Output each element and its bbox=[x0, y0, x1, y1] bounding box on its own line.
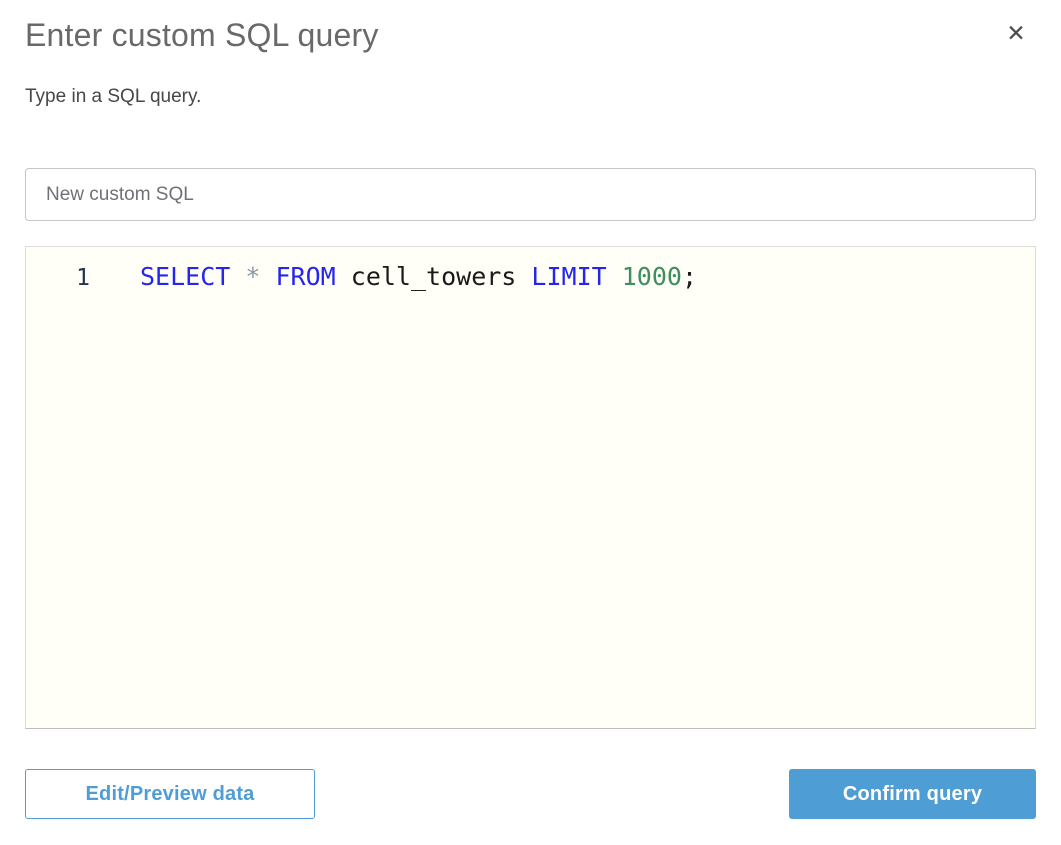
dialog-title: Enter custom SQL query bbox=[25, 17, 379, 53]
line-number: 1 bbox=[76, 265, 90, 291]
code-line: 1 SELECT * FROM cell_towers LIMIT 1000; bbox=[26, 261, 1035, 294]
close-icon[interactable]: ✕ bbox=[999, 16, 1033, 50]
sql-code: SELECT * FROM cell_towers LIMIT 1000; bbox=[140, 262, 698, 291]
sql-editor[interactable]: 1 SELECT * FROM cell_towers LIMIT 1000; bbox=[25, 246, 1036, 729]
dialog-subtitle: Type in a SQL query. bbox=[25, 86, 202, 107]
confirm-query-button[interactable]: Confirm query bbox=[789, 769, 1036, 819]
dialog-footer: Edit/Preview data Confirm query bbox=[25, 769, 1036, 819]
query-name-input[interactable] bbox=[25, 168, 1036, 221]
edit-preview-data-button[interactable]: Edit/Preview data bbox=[25, 769, 315, 819]
